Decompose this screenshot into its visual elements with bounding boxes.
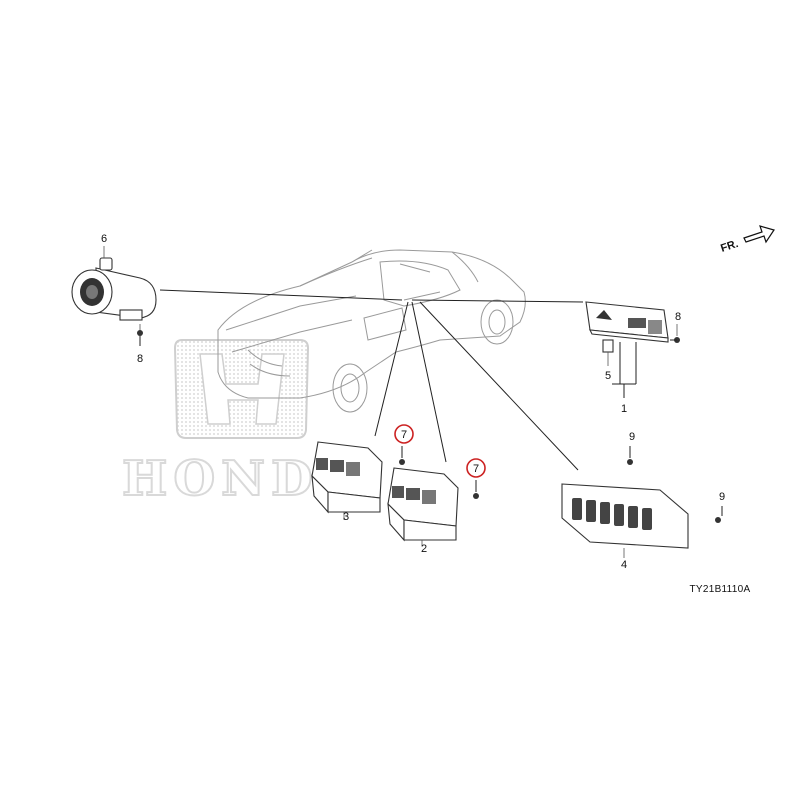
callout-5: 5 (605, 370, 611, 382)
part-4-button-panel (561, 483, 689, 558)
front-orientation-marker: FR. (719, 225, 775, 255)
callout-4: 4 (621, 559, 627, 571)
screw-9b (715, 506, 723, 523)
callout-7a-highlight-ring (394, 424, 414, 444)
part-3-seat-switch (311, 441, 383, 520)
callout-3: 3 (343, 511, 349, 523)
callout-6: 6 (101, 233, 107, 245)
callout-1: 1 (621, 403, 627, 415)
screw-7a (399, 446, 405, 465)
callout-labels: 6 8 8 5 1 3 2 4 9 9 7 7 (101, 233, 725, 571)
callout-8b: 8 (675, 311, 681, 323)
vehicle-outline (217, 249, 526, 413)
leader-lines (159, 289, 584, 471)
diagram-code: TY21B1110A (689, 584, 750, 595)
part-1-switch-panel (585, 301, 669, 343)
callout-7a: 7 (401, 429, 407, 441)
front-arrow-icon (743, 225, 775, 244)
part-5-clip (602, 339, 614, 366)
callout-9b: 9 (719, 491, 725, 503)
callout-2: 2 (421, 543, 427, 555)
screw-8b (670, 324, 680, 343)
front-label: FR. (719, 238, 740, 255)
screw-8a (137, 324, 143, 346)
screw-7b (473, 480, 479, 499)
bracket-1-5 (612, 342, 637, 398)
callout-9a: 9 (629, 431, 635, 443)
part-2-seat-switch (387, 467, 459, 546)
part-6-sensor (71, 246, 157, 321)
screw-9a (627, 446, 633, 465)
callout-8a: 8 (137, 353, 143, 365)
callout-7b-highlight-ring (466, 458, 486, 478)
callout-7b: 7 (473, 463, 479, 475)
